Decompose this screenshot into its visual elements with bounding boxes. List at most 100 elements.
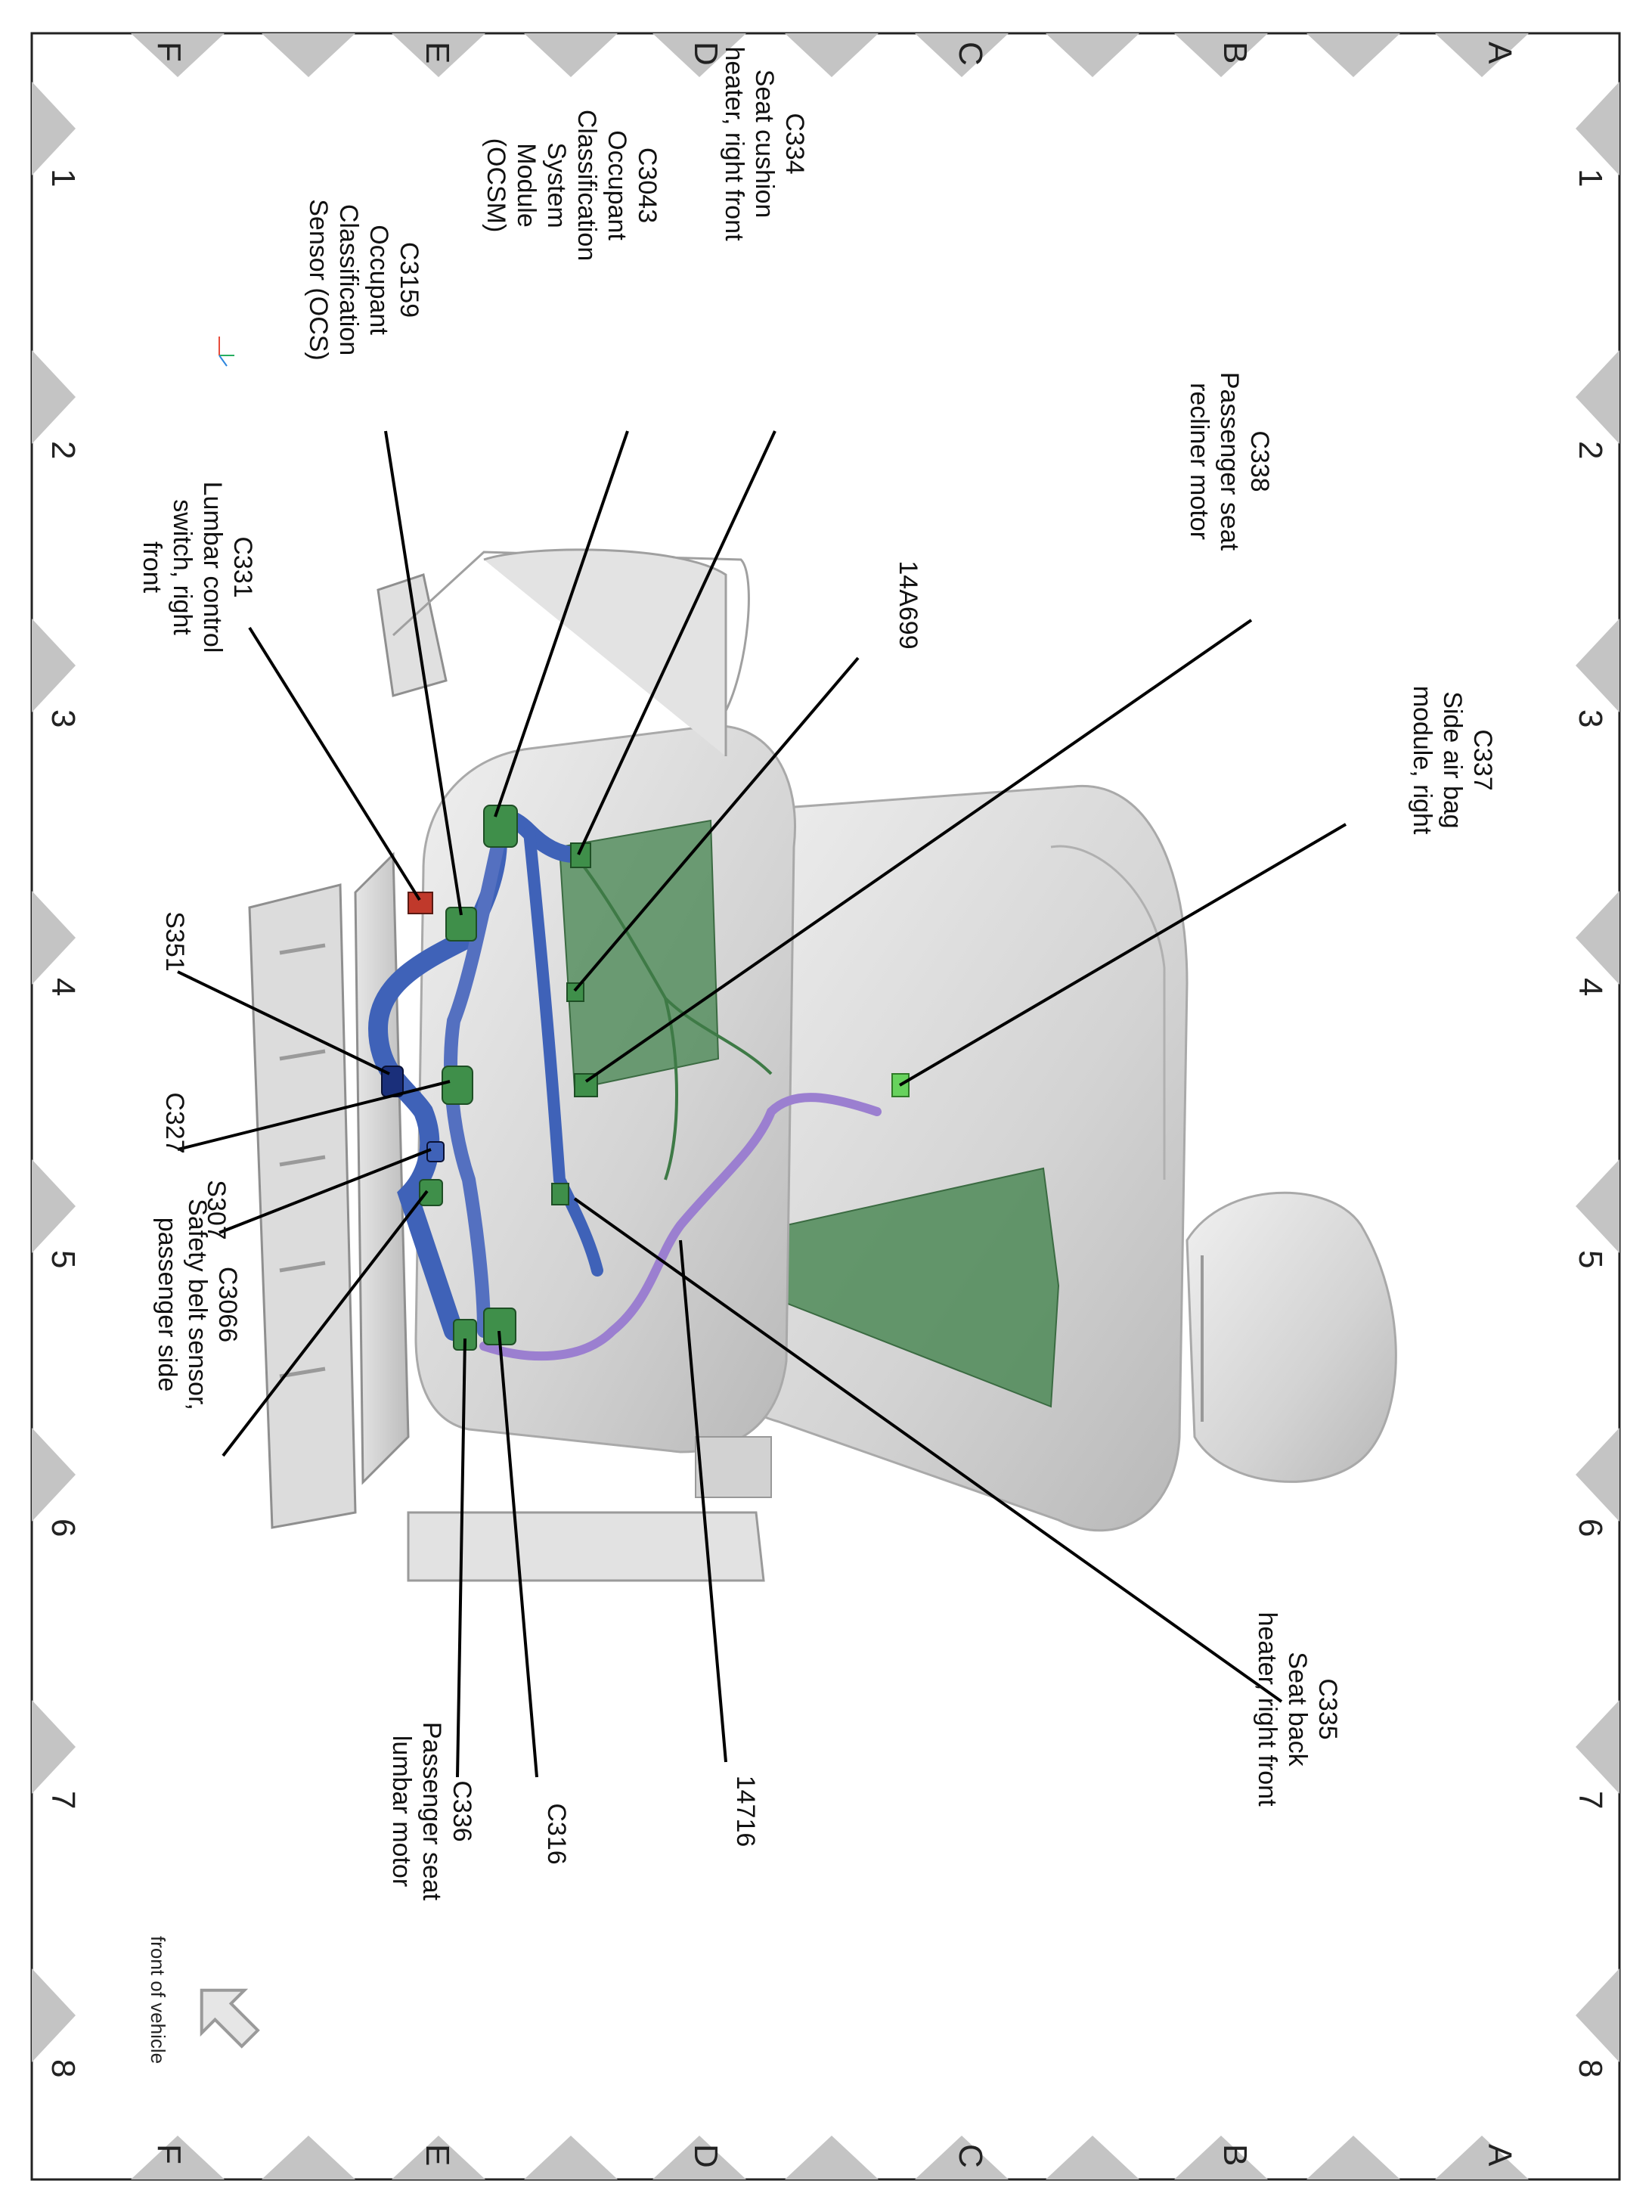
grid-marker-left [32,350,76,444]
grid-row-label: A [1481,2144,1518,2167]
grid-marker-bottom [1435,2136,1529,2179]
grid-marker-left [32,1968,76,2062]
grid-marker-bottom [131,2136,225,2179]
callout-line: C316 [542,1803,571,1864]
grid-marker-bottom [1174,2136,1268,2179]
callout-line: C3066 [213,1267,242,1342]
grid-marker-right [1576,1428,1619,1522]
callout-line: C331 [228,536,257,597]
grid-row-label: A [1481,42,1518,64]
callout-line: Occupant [364,225,393,335]
grid-row-label: B [1217,42,1254,64]
leader-s307 [219,1148,432,1234]
grid-marker-right [1576,1700,1619,1794]
callout-line: C338 [1245,430,1274,492]
grid-marker-left [32,1428,76,1522]
grid-marker-top [1174,33,1268,77]
grid-column-label: 3 [45,709,82,728]
grid-marker-left [32,891,76,985]
connector-c331 [408,892,433,914]
connector-c3043 [483,805,518,848]
grid-column-label: 7 [1572,1791,1609,1809]
callout-line: Classification [334,204,363,355]
callout-line: S351 [160,911,189,971]
leader-s351 [177,970,390,1075]
callout-line: recliner motor [1185,383,1213,540]
grid-marker-top [1306,33,1400,77]
leader-c3043 [494,430,629,817]
direction-arrow-icon [200,1988,260,2049]
grid-column-label: 6 [45,1519,82,1537]
callout-line: (OCSM) [482,138,510,233]
leader-c331 [248,626,421,901]
grid-column-label: 5 [45,1250,82,1268]
grid-column-label: 4 [45,978,82,996]
callout-line: 14A699 [894,560,922,649]
leader-c327 [177,1080,451,1151]
grid-marker-bottom [524,2136,618,2179]
grid-marker-top [262,33,355,77]
seat-illustration [248,548,1397,1582]
callout-line: heater, right front [720,46,749,241]
connectors [381,805,910,1351]
leader-c336 [456,1338,466,1778]
callout-14a699: 14A699 [894,560,922,649]
callout-c327: C327 [160,1092,189,1153]
leader-c3066 [222,1190,429,1457]
leader-14a699 [573,656,860,992]
grid-marker-right [1576,350,1619,444]
grid-row-label: D [687,42,724,66]
seat-back-harness [573,853,773,1180]
grid-marker-top [524,33,618,77]
grid-marker-bottom [262,2136,355,2179]
grid-marker-top [652,33,746,77]
grid-marker-right [1576,1159,1619,1253]
grid-column-label: 1 [45,169,82,187]
callout-line: lumbar motor [387,1736,416,1887]
connector-c3066 [419,1179,443,1206]
callout-line: Module [512,143,541,228]
leader-lines [177,430,1347,1778]
callout-line: Lumbar control [198,482,227,653]
grid-marker-top [392,33,485,77]
grid-marker-bottom [652,2136,746,2179]
grid-column-label: 8 [1572,2059,1609,2077]
axes-icon [219,337,234,367]
callout-line: Seat cushion [750,70,779,219]
grid-row-label: E [419,42,456,64]
grid-column-label: 4 [1572,978,1609,996]
callout-line: Classification [572,110,601,261]
splice-s307 [426,1141,445,1162]
callout-line: passenger side [153,1218,181,1392]
callout-line: C336 [448,1780,476,1841]
callout-c3043: C3043OccupantClassificationSystemModule(… [482,110,662,261]
grid-column-label: 2 [45,441,82,459]
callout-line: S307 [202,1180,231,1239]
grid-marker-bottom [1046,2136,1139,2179]
leader-14716 [679,1239,727,1763]
callout-line: C337 [1468,729,1497,790]
front-of-vehicle-label: front of vehicle [147,1936,169,2064]
callout-line: C327 [160,1092,189,1153]
callout-line: module, right [1408,686,1437,835]
callout-line: Safety belt sensor, [183,1199,212,1410]
grid-marker-top [1435,33,1529,77]
grid-marker-right [1576,619,1619,712]
callout-s351: S351 [160,911,189,971]
grid-column-label: 3 [1572,709,1609,728]
grid-marker-top [915,33,1009,77]
grid-row-label: F [150,2144,188,2164]
callout-line: C334 [780,113,809,174]
callout-line: front [138,541,166,594]
leader-c338 [584,619,1253,1083]
grid-marker-right [1576,1968,1619,2062]
callout-s307: S307 [202,1180,231,1239]
callout-line: 14716 [731,1776,760,1847]
